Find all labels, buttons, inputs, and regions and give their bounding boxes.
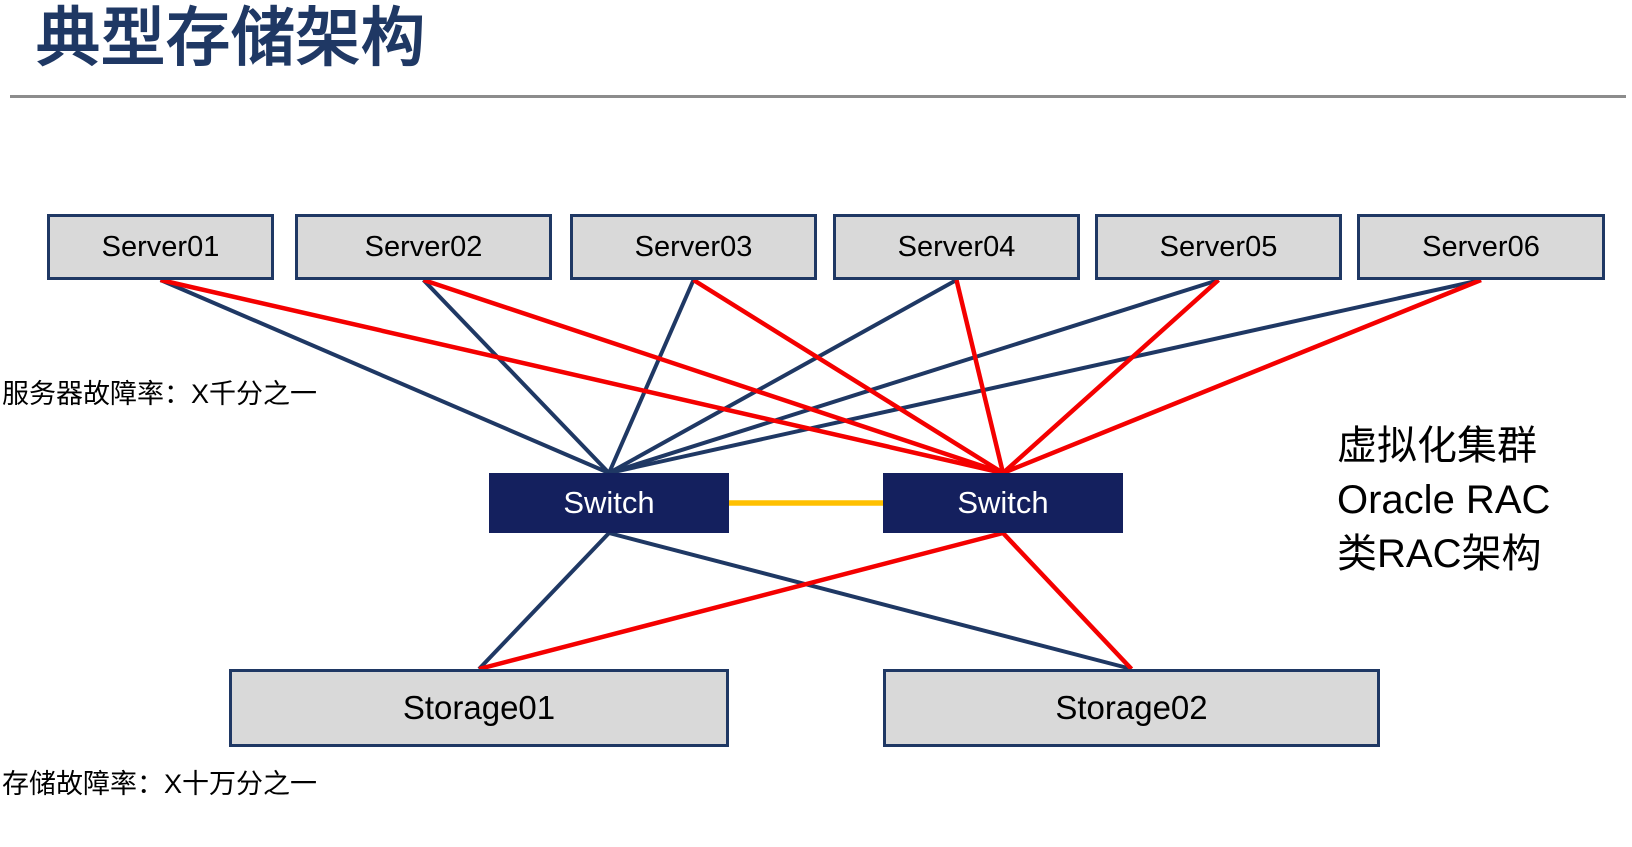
server02-box: Server02 — [295, 214, 552, 280]
server05-box: Server05 — [1095, 214, 1342, 280]
storage01-label: Storage01 — [402, 689, 556, 726]
server-failure-rate-label: 服务器故障率：X千分之一 — [2, 379, 318, 409]
server01-label: Server01 — [101, 230, 220, 263]
switch-left-box: Switch — [489, 473, 729, 533]
page-title: 典型存储架构 — [36, 2, 426, 74]
storage02-label: Storage02 — [1055, 689, 1208, 726]
server03-box: Server03 — [570, 214, 817, 280]
storage02-box: Storage02 — [883, 669, 1380, 747]
cluster-annotation: 虚拟化集群 Oracle RAC 类RAC架构 — [1337, 419, 1550, 581]
server01-box: Server01 — [47, 214, 274, 280]
title-divider — [10, 95, 1626, 98]
switch-right-label: Switch — [957, 485, 1049, 520]
annotation-line-3: 类RAC架构 — [1337, 532, 1542, 576]
server02-label: Server02 — [364, 230, 483, 263]
storage01-box: Storage01 — [229, 669, 729, 747]
annotation-line-2: Oracle RAC — [1337, 478, 1551, 522]
switch-left-label: Switch — [563, 485, 655, 520]
annotation-line-1: 虚拟化集群 — [1337, 424, 1537, 468]
server06-label: Server06 — [1422, 230, 1540, 263]
server06-box: Server06 — [1357, 214, 1605, 280]
server03-label: Server03 — [634, 230, 753, 263]
switch-right-box: Switch — [883, 473, 1123, 533]
server04-label: Server04 — [897, 230, 1016, 263]
storage-failure-rate-label: 存储故障率：X十万分之一 — [2, 769, 318, 799]
server05-label: Server05 — [1159, 230, 1278, 263]
server04-box: Server04 — [833, 214, 1080, 280]
